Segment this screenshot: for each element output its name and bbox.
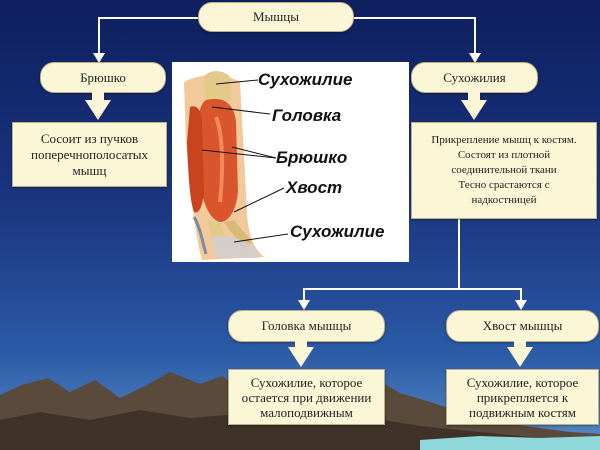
desc-tendons-line-3: соединительной ткани <box>451 164 557 176</box>
connector-arrowhead-bottom-left <box>298 300 310 310</box>
desc-muscle-head-line-3: малоподвижным <box>260 404 353 420</box>
muscle-illustration-panel: Сухожилие Головка Брюшко Хвост Сухожилие <box>172 62 409 262</box>
desc-muscle-tail-line-1: Сухожилие, которое <box>466 374 579 390</box>
label-belly: Брюшко <box>276 148 348 167</box>
connector-top-right-h <box>352 17 476 19</box>
node-muscle-tail-label: Хвост мышцы <box>482 318 563 333</box>
node-tendons: Сухожилия <box>411 62 538 93</box>
desc-tendons-line-2: Состоят из плотной <box>457 149 551 161</box>
label-tail: Хвост <box>286 178 343 197</box>
connector-bottom-left-v <box>303 288 305 302</box>
node-muscles-label: Мышцы <box>253 9 299 24</box>
connector-top-left-h <box>98 17 198 19</box>
node-muscle-head-label: Головка мышцы <box>261 318 352 333</box>
node-muscles: Мышцы <box>198 2 354 32</box>
connector-top-right-v <box>474 17 476 55</box>
arrow-belly-stem <box>92 91 104 101</box>
desc-muscle-head-line-1: Сухожилие, которое <box>250 374 363 390</box>
label-head: Головка <box>272 106 342 125</box>
desc-belly-line-2: поперечнополосатых <box>31 146 148 162</box>
node-belly-label: Брюшко <box>80 69 126 85</box>
arrow-head-head <box>288 347 314 367</box>
desc-muscle-tail-line-2: прикрепляется к <box>476 389 569 405</box>
connector-bottom-right-v <box>520 288 522 302</box>
connector-bottom-h <box>303 288 522 290</box>
arrow-tendons-head <box>461 100 487 120</box>
connector-arrowhead-bottom-right <box>515 300 527 310</box>
connector-arrowhead-right <box>469 53 481 63</box>
node-muscle-head: Головка мышцы <box>228 310 385 342</box>
arrow-tail-stem <box>514 340 526 348</box>
node-tendons-label: Сухожилия <box>443 69 506 85</box>
desc-tendons-line-1: Прикрепление мышц к костям. <box>431 134 577 146</box>
desc-belly-line-3: мышц <box>72 162 107 178</box>
desc-tendons: Прикрепление мышц к костям. Состоят из п… <box>411 122 597 219</box>
desc-tendons-line-5: надкостницей <box>471 194 537 206</box>
node-muscle-tail: Хвост мышцы <box>446 310 599 342</box>
arrow-tendons-stem <box>468 91 480 101</box>
connector-right-down <box>458 217 460 290</box>
desc-muscle-head-line-2: остается при движении <box>241 389 372 405</box>
connector-arrowhead-left <box>93 53 105 63</box>
label-tendon-top: Сухожилие <box>258 70 353 89</box>
arrow-tail-head <box>507 347 533 367</box>
desc-tendons-line-4: Тесно срастаются с <box>458 179 550 191</box>
node-belly: Брюшко <box>40 62 166 93</box>
connector-top-left-v <box>98 17 100 55</box>
desc-muscle-tail-line-3: подвижным костям <box>469 404 576 420</box>
desc-belly-line-1: Сосоит из пучков <box>40 130 139 146</box>
desc-muscle-head: Сухожилие, которое остается при движении… <box>228 369 385 425</box>
desc-belly: Сосоит из пучков поперечнополосатых мышц <box>12 122 167 187</box>
arrow-head-stem <box>295 340 307 348</box>
label-tendon-bottom: Сухожилие <box>290 222 385 241</box>
arrow-belly-head <box>85 100 111 120</box>
arm-muscle-illustration <box>184 71 289 260</box>
desc-muscle-tail: Сухожилие, которое прикрепляется к подви… <box>446 369 599 425</box>
